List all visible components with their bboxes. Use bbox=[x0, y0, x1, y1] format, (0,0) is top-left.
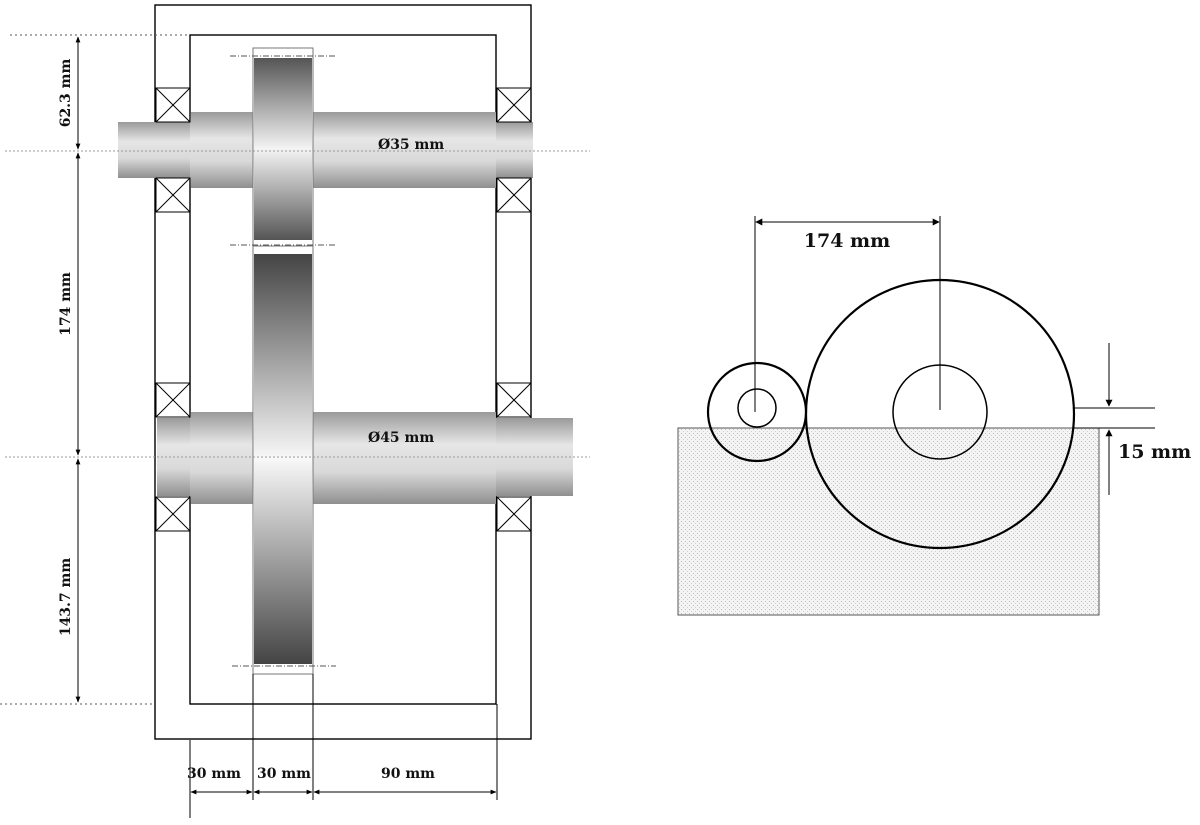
dim-label-center: 174 mm bbox=[58, 272, 74, 336]
housing-inner bbox=[189, 34, 497, 705]
bearing-bottom-right bbox=[496, 382, 532, 532]
input-shaft-hub bbox=[190, 112, 496, 188]
bearing-bottom-left bbox=[155, 382, 191, 532]
input-shaft-diameter: Ø35 mm bbox=[378, 137, 444, 153]
dim-label-bottom: 143.7 mm bbox=[58, 558, 74, 637]
center-distance-label: 174 mm bbox=[804, 230, 890, 252]
output-shaft-diameter: Ø45 mm bbox=[368, 430, 434, 446]
bearing-top-right bbox=[496, 87, 532, 213]
side-view: 62.3 mm 174 mm 143.7 mm Ø35 mm Ø45 mm 30… bbox=[0, 4, 590, 818]
large-gear bbox=[254, 254, 312, 664]
housing-outer bbox=[154, 4, 532, 740]
pinion-gear bbox=[254, 58, 312, 240]
dim-label-top: 62.3 mm bbox=[58, 59, 74, 128]
output-shaft-hub bbox=[190, 412, 496, 504]
bearing-top-left bbox=[155, 87, 191, 213]
pinion-bore bbox=[737, 388, 777, 428]
front-view: 174 mm 15 mm bbox=[677, 216, 1191, 616]
dim-label-gear-width: 30 mm bbox=[257, 766, 311, 782]
dim-label-gear-to-wall: 90 mm bbox=[381, 766, 435, 782]
oil-bath bbox=[677, 427, 1100, 616]
dim-label-wall-gap: 30 mm bbox=[187, 766, 241, 782]
oil-depth-label: 15 mm bbox=[1118, 441, 1191, 463]
